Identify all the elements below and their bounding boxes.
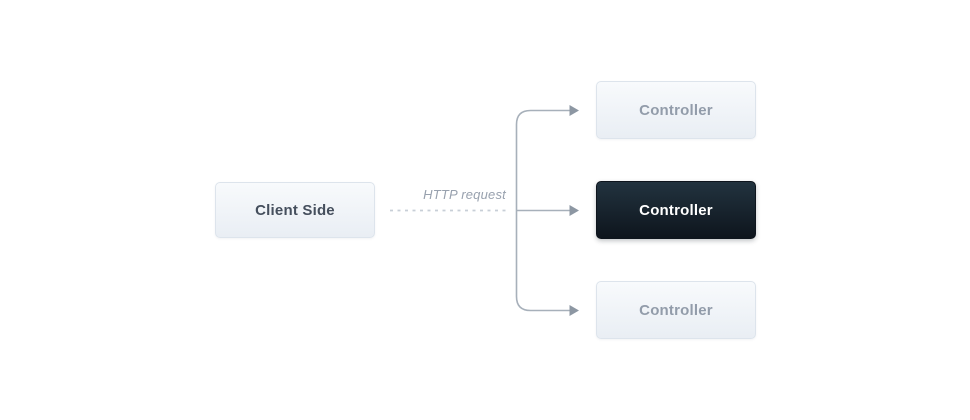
- node-controller-top[interactable]: Controller: [596, 81, 756, 139]
- arrowhead-bottom-icon: [569, 305, 579, 316]
- branch-connector-line: [515, 109, 570, 312]
- node-controller-middle-active[interactable]: Controller: [596, 181, 756, 239]
- node-controller-middle-label: Controller: [639, 201, 713, 219]
- node-client-side[interactable]: Client Side: [215, 182, 375, 238]
- node-controller-bottom[interactable]: Controller: [596, 281, 756, 339]
- edge-label-http-request: HTTP request: [423, 187, 506, 202]
- arrowhead-top-icon: [569, 105, 579, 116]
- node-controller-bottom-label: Controller: [639, 301, 713, 319]
- arrowhead-middle-icon: [569, 205, 579, 216]
- node-client-side-label: Client Side: [255, 201, 335, 219]
- node-controller-top-label: Controller: [639, 101, 713, 119]
